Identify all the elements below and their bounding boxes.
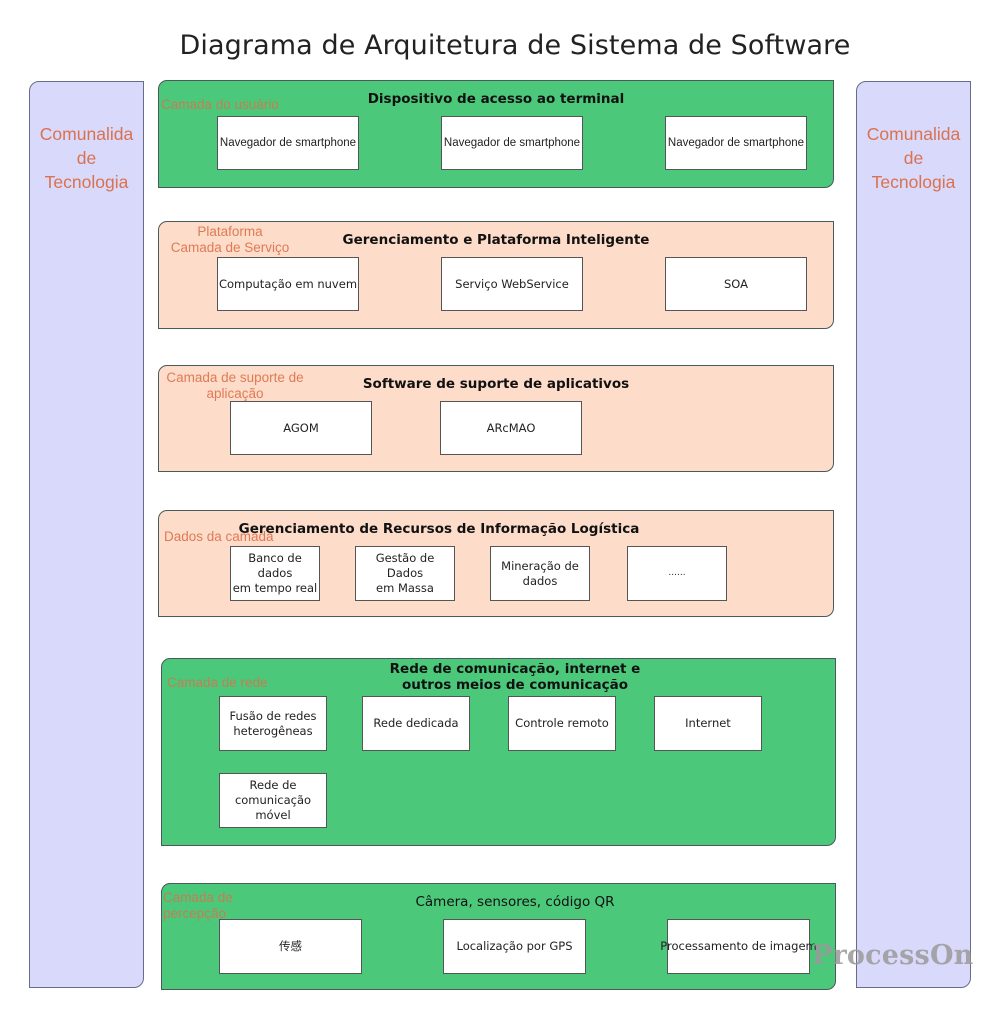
layer-title: Dispositivo de acesso ao terminal <box>367 91 625 107</box>
layer-title: Gerenciamento e Plataforma Inteligente <box>342 232 650 248</box>
side-panel-label: Comunalida de Tecnologia <box>39 124 134 192</box>
component-box[interactable]: Rede dedicada <box>362 696 470 751</box>
technology-commonality-panel-left: Comunalida de Tecnologia <box>29 81 144 988</box>
component-box[interactable]: ARcMAO <box>440 401 582 455</box>
component-box[interactable]: Processamento de imagem <box>660 919 817 974</box>
component-box[interactable]: 传感 <box>219 919 362 974</box>
component-box[interactable]: Navegador de smartphone <box>441 116 583 170</box>
layer-user: Camada do usuário Dispositivo de acesso … <box>158 80 834 188</box>
layer-title: Câmera, sensores, código QR <box>415 894 615 910</box>
layer-network: Camada de rede Rede de comunicação, inte… <box>161 658 836 846</box>
component-box[interactable]: Navegador de smartphone <box>217 116 359 170</box>
component-box[interactable]: Localização por GPS <box>443 919 586 974</box>
layer-application-support: Camada de suporte de aplicação Software … <box>158 365 834 472</box>
component-box[interactable]: AGOM <box>230 401 372 455</box>
layer-label: Camada de suporte de aplicação <box>166 370 304 401</box>
layer-data: Dados da camada Gerenciamento de Recurso… <box>158 510 834 617</box>
layer-title: Gerenciamento de Recursos de Informação … <box>238 521 640 537</box>
layer-label: Camada de rede <box>167 675 268 690</box>
layer-perception: Camada de percepção Câmera, sensores, có… <box>161 883 836 990</box>
layer-label: Dados da camada <box>164 529 274 544</box>
layer-label: Camada de percepção <box>163 890 233 921</box>
component-box[interactable]: Gestão de Dados em Massa <box>355 546 455 601</box>
component-box[interactable]: Fusão de redes heterogêneas <box>219 696 327 751</box>
layer-service-platform: Plataforma Camada de Serviço Gerenciamen… <box>158 221 834 329</box>
component-box[interactable]: Banco de dados em tempo real <box>230 546 320 601</box>
technology-commonality-panel-right: Comunalida de Tecnologia <box>856 81 971 988</box>
component-box[interactable]: ...... <box>627 546 727 601</box>
component-box[interactable]: Rede de comunicação móvel <box>219 773 327 828</box>
component-box[interactable]: Serviço WebService <box>441 257 583 311</box>
side-panel-label: Comunalida de Tecnologia <box>866 124 961 192</box>
layer-label: Plataforma Camada de Serviço <box>170 224 290 255</box>
component-box[interactable]: Internet <box>654 696 762 751</box>
processon-watermark: ProcessOn <box>812 940 974 971</box>
diagram-title: Diagrama de Arquitetura de Sistema de So… <box>179 30 851 61</box>
component-box[interactable]: SOA <box>665 257 807 311</box>
component-box[interactable]: Controle remoto <box>508 696 616 751</box>
layer-title: Rede de comunicação, internet e outros m… <box>389 661 641 693</box>
component-box[interactable]: Navegador de smartphone <box>665 116 807 170</box>
layer-title: Software de suporte de aplicativos <box>362 376 630 392</box>
component-box[interactable]: Computação em nuvem <box>217 257 359 311</box>
layer-label: Camada do usuário <box>161 97 279 112</box>
component-box[interactable]: Mineração de dados <box>490 546 590 601</box>
